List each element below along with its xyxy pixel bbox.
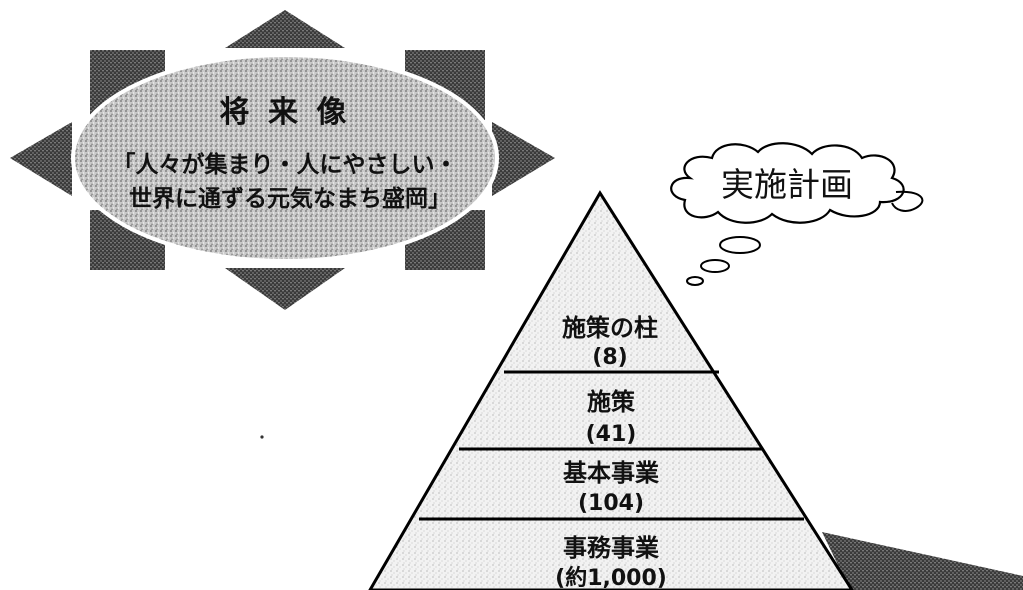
tier-name: 施策 [587,388,636,416]
pyramid-shadow [822,532,1023,590]
emblem-point-right [492,122,555,196]
emblem-slogan-line-2: 世界に通ずる元気なまち盛岡」 [129,185,451,212]
thought-dot [686,276,704,286]
cloud-shape [670,142,905,224]
emblem-slogan-line-1: 「人々が集まり・人にやさしい・ [113,151,458,178]
tier-count: (104) [578,491,644,516]
tier-name: 施策の柱 [562,314,658,342]
emblem-point-top [225,10,345,48]
plan-pyramid: 施策の柱 (8) 施策 (41) 基本事業 (104) 事務事業 (約1,000… [368,190,1023,590]
emblem-oval [71,53,499,263]
tier-count: (8) [592,345,627,370]
cloud-tail-curl [891,190,924,212]
tier-name: 基本事業 [563,459,659,487]
tier-count: (約1,000) [555,565,667,590]
emblem-point-left [10,122,72,196]
pyramid-body [368,190,854,590]
future-vision-emblem: 将 来 像 「人々が集まり・人にやさしい・ 世界に通ずる元気なまち盛岡」 [10,10,555,310]
tier-count: (41) [586,422,637,447]
emblem-title: 将 来 像 [220,95,351,130]
thought-bubble-label: 実施計画 [721,165,853,204]
thought-bubble: 実施計画 [670,142,924,286]
thought-dot [719,236,761,254]
emblem-point-bottom [225,268,345,310]
tier-name: 事務事業 [563,534,659,562]
thought-dot [700,259,730,273]
stray-dot [260,435,264,439]
